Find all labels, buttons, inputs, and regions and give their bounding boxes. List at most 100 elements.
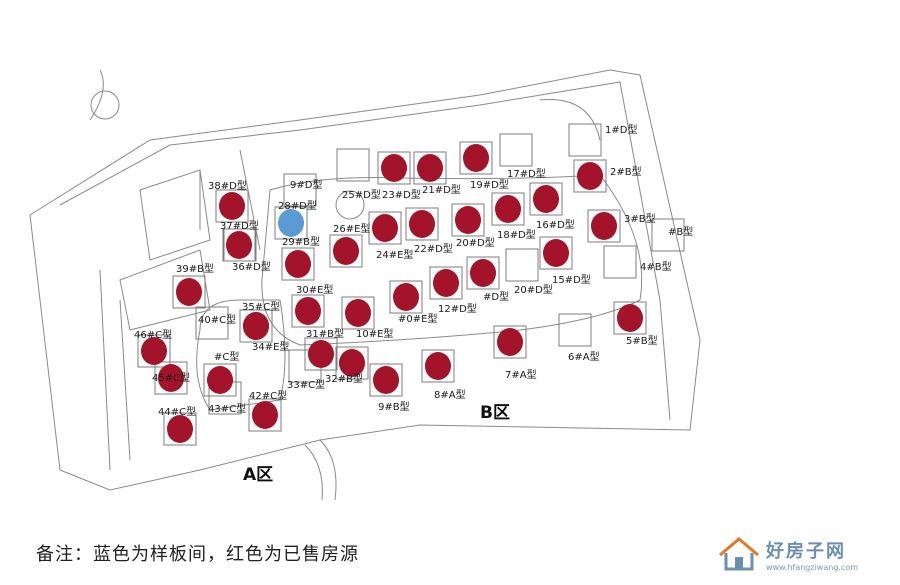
sold-unit-marker[interactable] — [409, 210, 435, 238]
sold-unit-marker[interactable] — [577, 162, 603, 190]
unit-label: 18#D型 — [497, 228, 536, 241]
unit-label: #C型 — [214, 350, 239, 363]
building-footprint — [421, 349, 455, 383]
unit-label: 31#B型 — [306, 327, 344, 340]
building-footprint — [283, 173, 317, 207]
unit-label: 33#C型 — [287, 378, 325, 391]
unit-label: #0#E型 — [398, 312, 437, 325]
unit-label: 4#B型 — [640, 260, 672, 273]
sold-unit-marker[interactable] — [533, 185, 559, 213]
building-footprint — [539, 236, 573, 270]
sample-unit-marker[interactable] — [278, 209, 304, 237]
building-footprint — [529, 182, 563, 216]
unit-label: 25#D型 — [342, 188, 381, 201]
unit-label: 39#B型 — [176, 262, 214, 275]
building-footprint — [215, 189, 249, 223]
unit-label: 9#D型 — [290, 178, 322, 191]
building-footprint — [172, 275, 206, 309]
sold-unit-marker[interactable] — [219, 192, 245, 220]
sold-unit-marker[interactable] — [333, 237, 359, 265]
sold-unit-marker[interactable] — [373, 366, 399, 394]
building-footprint — [248, 398, 282, 432]
unit-label: 17#D型 — [507, 167, 546, 180]
unit-label: 36#D型 — [232, 260, 271, 273]
sold-unit-marker[interactable] — [158, 364, 184, 392]
sold-unit-marker[interactable] — [417, 154, 443, 182]
building-footprint — [413, 151, 447, 185]
building-footprint — [568, 123, 602, 157]
sold-unit-marker[interactable] — [141, 337, 167, 365]
sold-unit-marker[interactable] — [339, 349, 365, 377]
building-footprint — [281, 247, 315, 281]
building-footprint — [451, 203, 485, 237]
unit-label: 22#D型 — [414, 242, 453, 255]
sold-unit-marker[interactable] — [167, 415, 193, 443]
sold-unit-marker[interactable] — [617, 304, 643, 332]
building-footprint — [613, 301, 647, 335]
sold-unit-marker[interactable] — [425, 352, 451, 380]
building-footprint — [558, 313, 592, 347]
unit-label: 46#C型 — [134, 328, 172, 341]
building-footprint — [239, 309, 273, 343]
unit-label: 38#D型 — [208, 179, 247, 192]
building-footprint — [389, 280, 423, 314]
building-footprint — [274, 206, 308, 240]
sold-unit-marker[interactable] — [226, 231, 252, 259]
building-footprint — [137, 334, 171, 368]
building-footprint — [154, 361, 188, 395]
sold-unit-marker[interactable] — [455, 206, 481, 234]
sold-unit-marker[interactable] — [381, 154, 407, 182]
unit-labels: 1#D型2#B型3#B型4#B型5#B型6#A型7#A型8#A型9#B型10#E… — [134, 123, 693, 418]
building-footprints — [137, 123, 685, 446]
building-footprint — [603, 245, 637, 279]
unit-label: 32#B型 — [325, 372, 363, 385]
sold-unit-marker[interactable] — [252, 401, 278, 429]
unit-label: 20#D型 — [514, 283, 553, 296]
building-footprint — [335, 346, 369, 380]
sold-unit-marker[interactable] — [295, 297, 321, 325]
sold-unit-marker[interactable] — [345, 299, 371, 327]
sold-unit-marker[interactable] — [308, 340, 334, 368]
unit-label: 28#D型 — [278, 199, 317, 212]
unit-markers — [141, 144, 643, 443]
building-footprint — [195, 306, 229, 340]
unit-label: 26#E型 — [333, 222, 370, 235]
sold-unit-marker[interactable] — [591, 212, 617, 240]
unit-label: 44#C型 — [158, 405, 196, 418]
sold-unit-marker[interactable] — [285, 250, 311, 278]
unit-label: 7#A型 — [505, 368, 537, 381]
building-footprint — [429, 266, 463, 300]
sold-unit-marker[interactable] — [495, 195, 521, 223]
sold-unit-marker[interactable] — [433, 269, 459, 297]
building-footprint — [651, 218, 685, 252]
building-footprint — [163, 412, 197, 446]
unit-label: 21#D型 — [422, 183, 461, 196]
sold-unit-marker[interactable] — [243, 312, 269, 340]
sold-unit-marker[interactable] — [543, 239, 569, 267]
unit-label: 15#D型 — [552, 273, 591, 286]
unit-label: 19#D型 — [470, 178, 509, 191]
unit-label: 3#B型 — [624, 212, 656, 225]
sold-unit-marker[interactable] — [372, 214, 398, 242]
building-footprint — [493, 325, 527, 359]
watermark-text: 好房子网 — [766, 541, 846, 562]
sold-unit-marker[interactable] — [207, 366, 233, 394]
unit-label: 8#A型 — [434, 388, 466, 401]
unit-label: 16#D型 — [536, 218, 575, 231]
unit-label: 10#E型 — [356, 327, 393, 340]
sold-unit-marker[interactable] — [393, 283, 419, 311]
building-footprint — [222, 228, 256, 262]
building-footprint — [491, 192, 525, 226]
unit-label: 29#B型 — [282, 235, 320, 248]
building-footprint — [573, 159, 607, 193]
unit-label: 34#E型 — [252, 340, 289, 353]
building-footprint — [369, 363, 403, 397]
unit-label: #D型 — [483, 290, 509, 303]
sold-unit-marker[interactable] — [497, 328, 523, 356]
unit-label: 37#D型 — [220, 219, 259, 232]
sold-unit-marker[interactable] — [463, 144, 489, 172]
sold-unit-marker[interactable] — [470, 259, 496, 287]
zone-label-b: B区 — [480, 403, 510, 423]
unit-label: 45#C型 — [152, 371, 190, 384]
sold-unit-marker[interactable] — [176, 278, 202, 306]
